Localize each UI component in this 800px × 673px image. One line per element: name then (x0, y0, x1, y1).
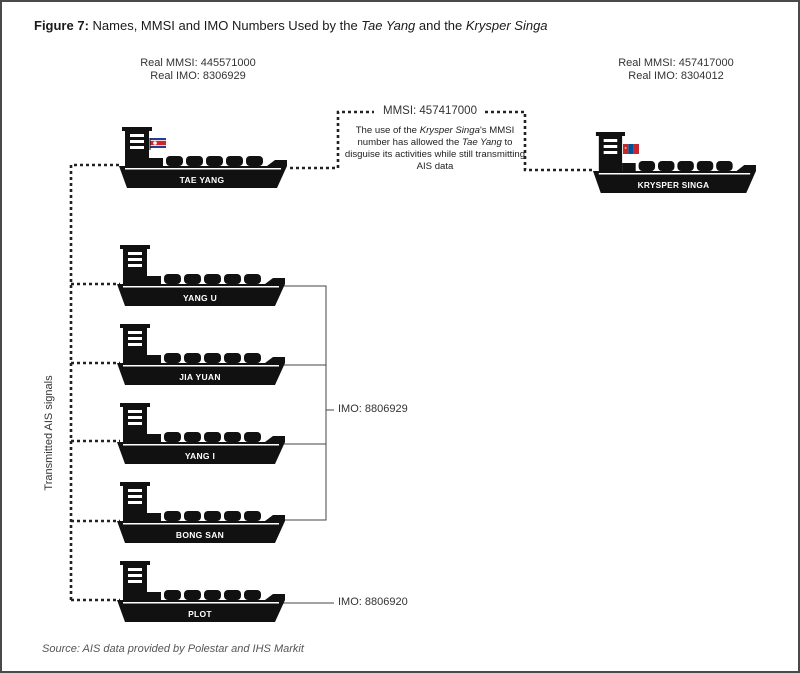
source-note: Source: AIS data provided by Polestar an… (42, 643, 304, 655)
note-part: Krysper Singa (420, 125, 480, 136)
mmsi-link-note: The use of the Krysper Singa's MMSI numb… (342, 125, 528, 173)
mongolia-flag-icon (623, 144, 639, 154)
ship-name-plot: PLOT (188, 609, 212, 619)
transmitted-ais-signals-label: Transmitted AIS signals (43, 375, 55, 490)
ship-name-tae-yang: TAE YANG (180, 175, 225, 185)
ship-name-jia-yuan: JIA YUAN (179, 372, 221, 382)
ship-name-krysper-singa: KRYSPER SINGA (638, 180, 710, 190)
ais-main-trunk (71, 165, 120, 600)
imo-group-label: IMO: 8806929 (336, 403, 410, 415)
north-korea-flag-icon (150, 138, 166, 150)
ship-krysper-singa: KRYSPER SINGA (593, 132, 756, 193)
ship-tae-yang: TAE YANG (119, 127, 287, 188)
ship-name-bong-san: BONG SAN (176, 530, 224, 540)
ship-yang-u: YANG U (117, 245, 285, 306)
ship-jia-yuan: JIA YUAN (117, 324, 285, 385)
note-part: The use of the (356, 125, 420, 136)
note-part: Tae Yang (462, 137, 502, 148)
ship-name-yang-u: YANG U (183, 293, 217, 303)
ship-yang-i: YANG I (117, 403, 285, 464)
imo-plot-label: IMO: 8806920 (336, 596, 410, 608)
ship-name-yang-i: YANG I (185, 451, 215, 461)
imo-group-bracket (266, 286, 326, 520)
ship-bong-san: BONG SAN (117, 482, 285, 543)
ship-plot: PLOT (117, 561, 285, 622)
mmsi-link-label: MMSI: 457417000 (376, 105, 484, 118)
